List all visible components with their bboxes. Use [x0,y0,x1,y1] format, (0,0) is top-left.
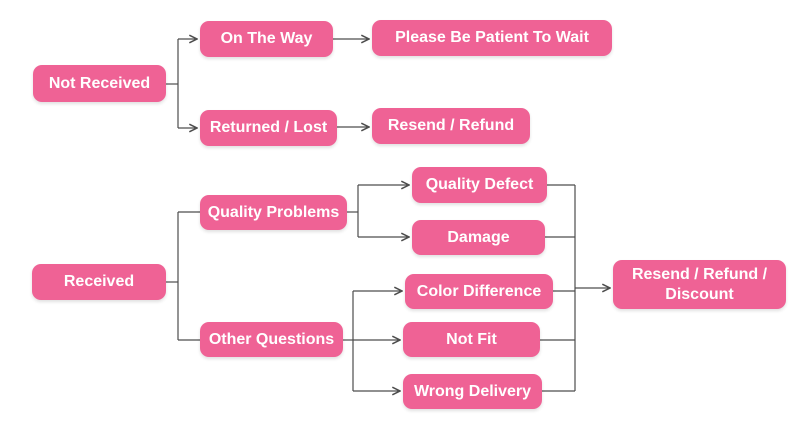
node-color-difference: Color Difference [405,274,553,309]
node-resend-refund-discount: Resend / Refund / Discount [613,260,786,309]
node-not-fit: Not Fit [403,322,540,357]
node-returned-lost: Returned / Lost [200,110,337,146]
node-not-received: Not Received [33,65,166,102]
node-quality-problems: Quality Problems [200,195,347,230]
node-resend-refund: Resend / Refund [372,108,530,144]
node-on-the-way: On The Way [200,21,333,57]
node-damage: Damage [412,220,545,255]
node-received: Received [32,264,166,300]
node-quality-defect: Quality Defect [412,167,547,203]
node-please-be-patient-to-wait: Please Be Patient To Wait [372,20,612,56]
node-wrong-delivery: Wrong Delivery [403,374,542,409]
node-other-questions: Other Questions [200,322,343,357]
